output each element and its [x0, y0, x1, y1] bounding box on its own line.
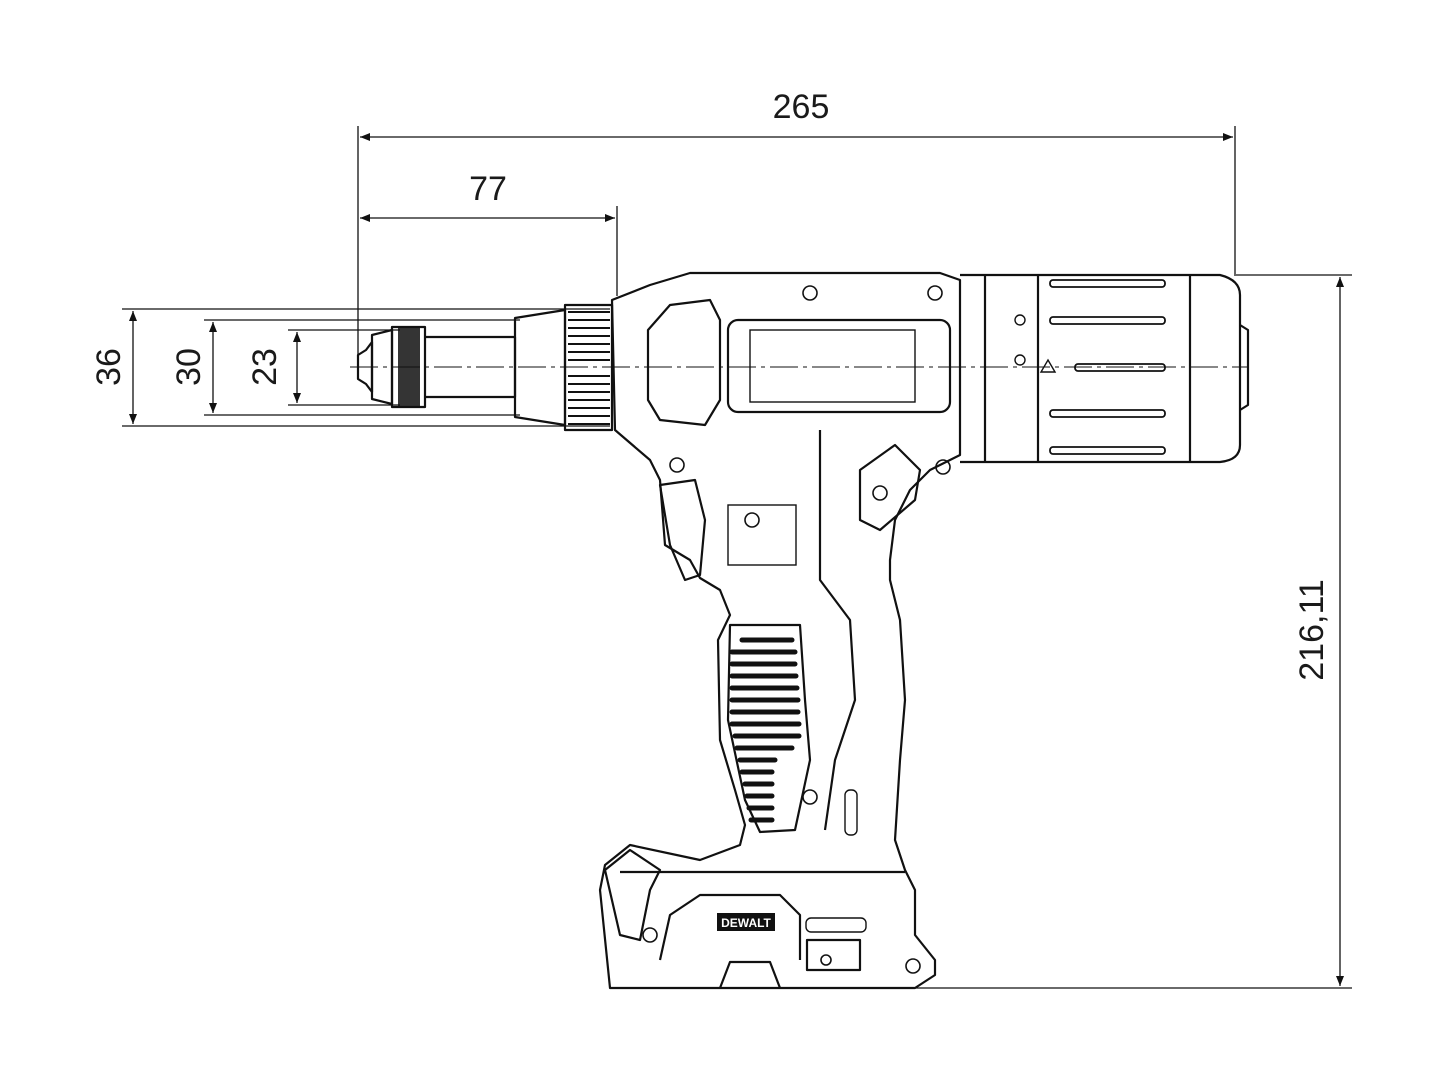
- dimension-label: 216,11: [1293, 579, 1331, 680]
- dimension-label: 30: [170, 348, 208, 386]
- brand-badge: DEWALT: [717, 913, 775, 931]
- dimension-label: 265: [773, 88, 830, 126]
- dimension-nose-height-mid: 30: [170, 319, 520, 416]
- grip-texture: [729, 637, 802, 823]
- dimension-label: 77: [469, 170, 507, 208]
- dimension-label: 23: [246, 348, 284, 386]
- collar-ribs: [1049, 279, 1166, 455]
- brand-logo-text: DEWALT: [721, 916, 771, 930]
- dimension-overall-length: 265: [357, 88, 1236, 362]
- dimension-nose-length: 77: [360, 170, 618, 296]
- dimension-nose-height-outer: 36: [90, 308, 610, 427]
- rivet-tool-outline: [356, 271, 1250, 990]
- nose-knurl: [398, 327, 420, 407]
- dimension-nose-height-inner: 23: [246, 329, 400, 406]
- dimension-overall-height: 216,11: [900, 274, 1352, 989]
- dimension-label: 36: [90, 348, 128, 386]
